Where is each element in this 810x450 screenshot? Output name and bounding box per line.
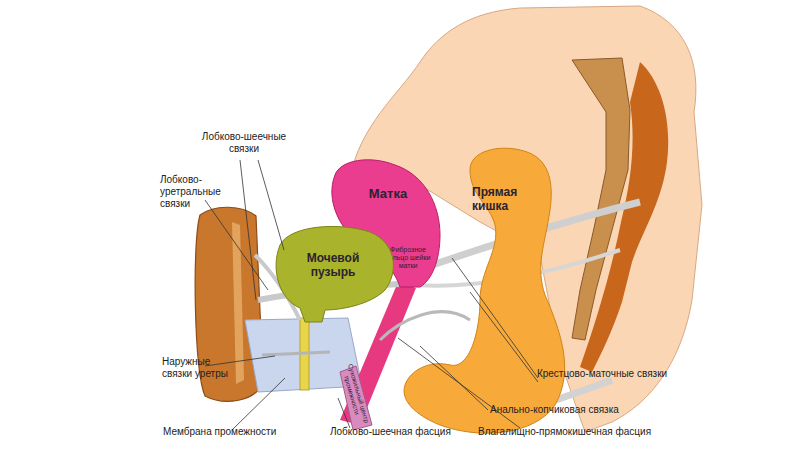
leader-line <box>338 398 350 428</box>
organ-node: Сухожильный центр промежности <box>330 355 380 435</box>
organ-name: Мочевой пузырь <box>283 252 383 280</box>
leader-line <box>398 338 520 428</box>
callout-label: Влагалищно-прямокишечная фасция <box>478 426 678 438</box>
pubic-bone-highlight <box>232 222 244 384</box>
leader-line <box>232 378 285 430</box>
callout-label: Лобково-шеечная фасция <box>330 426 480 438</box>
rectum-shape <box>425 140 595 440</box>
leader-line <box>470 292 538 382</box>
leader-line <box>240 160 256 300</box>
callout-label: Анально-копчиковая связка <box>490 404 650 416</box>
pubic-bone <box>195 207 263 401</box>
callout-label: Крестцово-маточные связки <box>536 368 668 380</box>
callout-label: Мембрана промежности <box>163 426 323 438</box>
organ-name: Матка <box>338 187 438 202</box>
callout-label: Наружные связки уретры <box>162 356 228 380</box>
callout-label: Лобково-уретральные связки <box>160 174 236 210</box>
leader-line <box>205 200 268 290</box>
leader-line <box>258 160 284 250</box>
rectovaginal-fascia <box>380 312 470 340</box>
organ-name: Прямая кишка <box>472 186 548 214</box>
external-urethral-ligament <box>262 352 330 355</box>
leader-line <box>452 258 538 378</box>
bladder-shape <box>276 226 393 322</box>
leader-line <box>420 346 488 410</box>
organ-node: Прямая кишка <box>425 140 595 440</box>
organ-node: Мочевой пузырь <box>265 215 405 330</box>
leader-line <box>205 356 275 366</box>
rectum-shape <box>404 148 565 433</box>
callout-label: Лобково-шеечные связки <box>198 131 290 155</box>
